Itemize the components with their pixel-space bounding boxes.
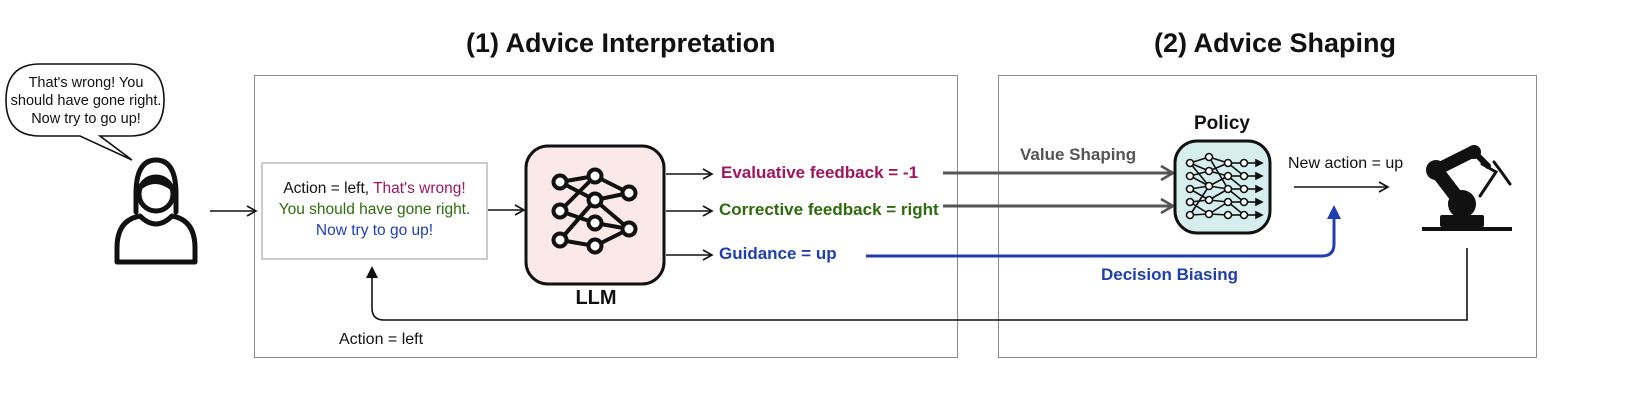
new-action-label: New action = up bbox=[1288, 155, 1404, 172]
speech-bubble-text: That's wrong! You should have gone right… bbox=[8, 74, 164, 128]
speech-line-3: Now try to go up! bbox=[31, 111, 141, 127]
action-feedback-loop-arrow bbox=[366, 248, 1468, 321]
policy-label: Policy bbox=[1194, 113, 1250, 134]
guidance-decision-biasing-arrow bbox=[866, 205, 1341, 258]
advice-text-box bbox=[261, 162, 488, 260]
title-advice-interpretation: (1) Advice Interpretation bbox=[466, 28, 776, 58]
action-left-label: Action = left bbox=[339, 331, 424, 348]
llm-label: LLM bbox=[575, 287, 617, 309]
robot-arm-icon bbox=[1422, 145, 1512, 231]
advice-evaluative-text: That's wrong! bbox=[373, 180, 466, 197]
speech-line-1: That's wrong! You bbox=[28, 75, 144, 91]
decision-biasing-label: Decision Biasing bbox=[1101, 265, 1238, 284]
advice-action-prefix: Action = left, bbox=[283, 180, 374, 197]
advice-shaping-panel bbox=[998, 75, 1537, 358]
advice-text: Action = left, That's wrong! You should … bbox=[262, 178, 487, 241]
policy-network-icon bbox=[1185, 152, 1264, 220]
advice-guidance-text: Now try to go up! bbox=[315, 222, 434, 239]
corrective-feedback-label: Corrective feedback = right bbox=[719, 200, 939, 219]
evaluative-feedback-label: Evaluative feedback = -1 bbox=[721, 163, 919, 182]
speech-bubble bbox=[5, 63, 165, 161]
speech-line-2: should have gone right. bbox=[10, 93, 162, 109]
person-icon bbox=[114, 157, 198, 265]
neural-network-icon bbox=[551, 167, 638, 255]
title-advice-shaping: (2) Advice Shaping bbox=[1154, 28, 1397, 58]
advice-corrective-text: You should have gone right. bbox=[278, 201, 471, 218]
value-shaping-label: Value Shaping bbox=[1020, 145, 1137, 164]
guidance-label: Guidance = up bbox=[719, 244, 837, 263]
